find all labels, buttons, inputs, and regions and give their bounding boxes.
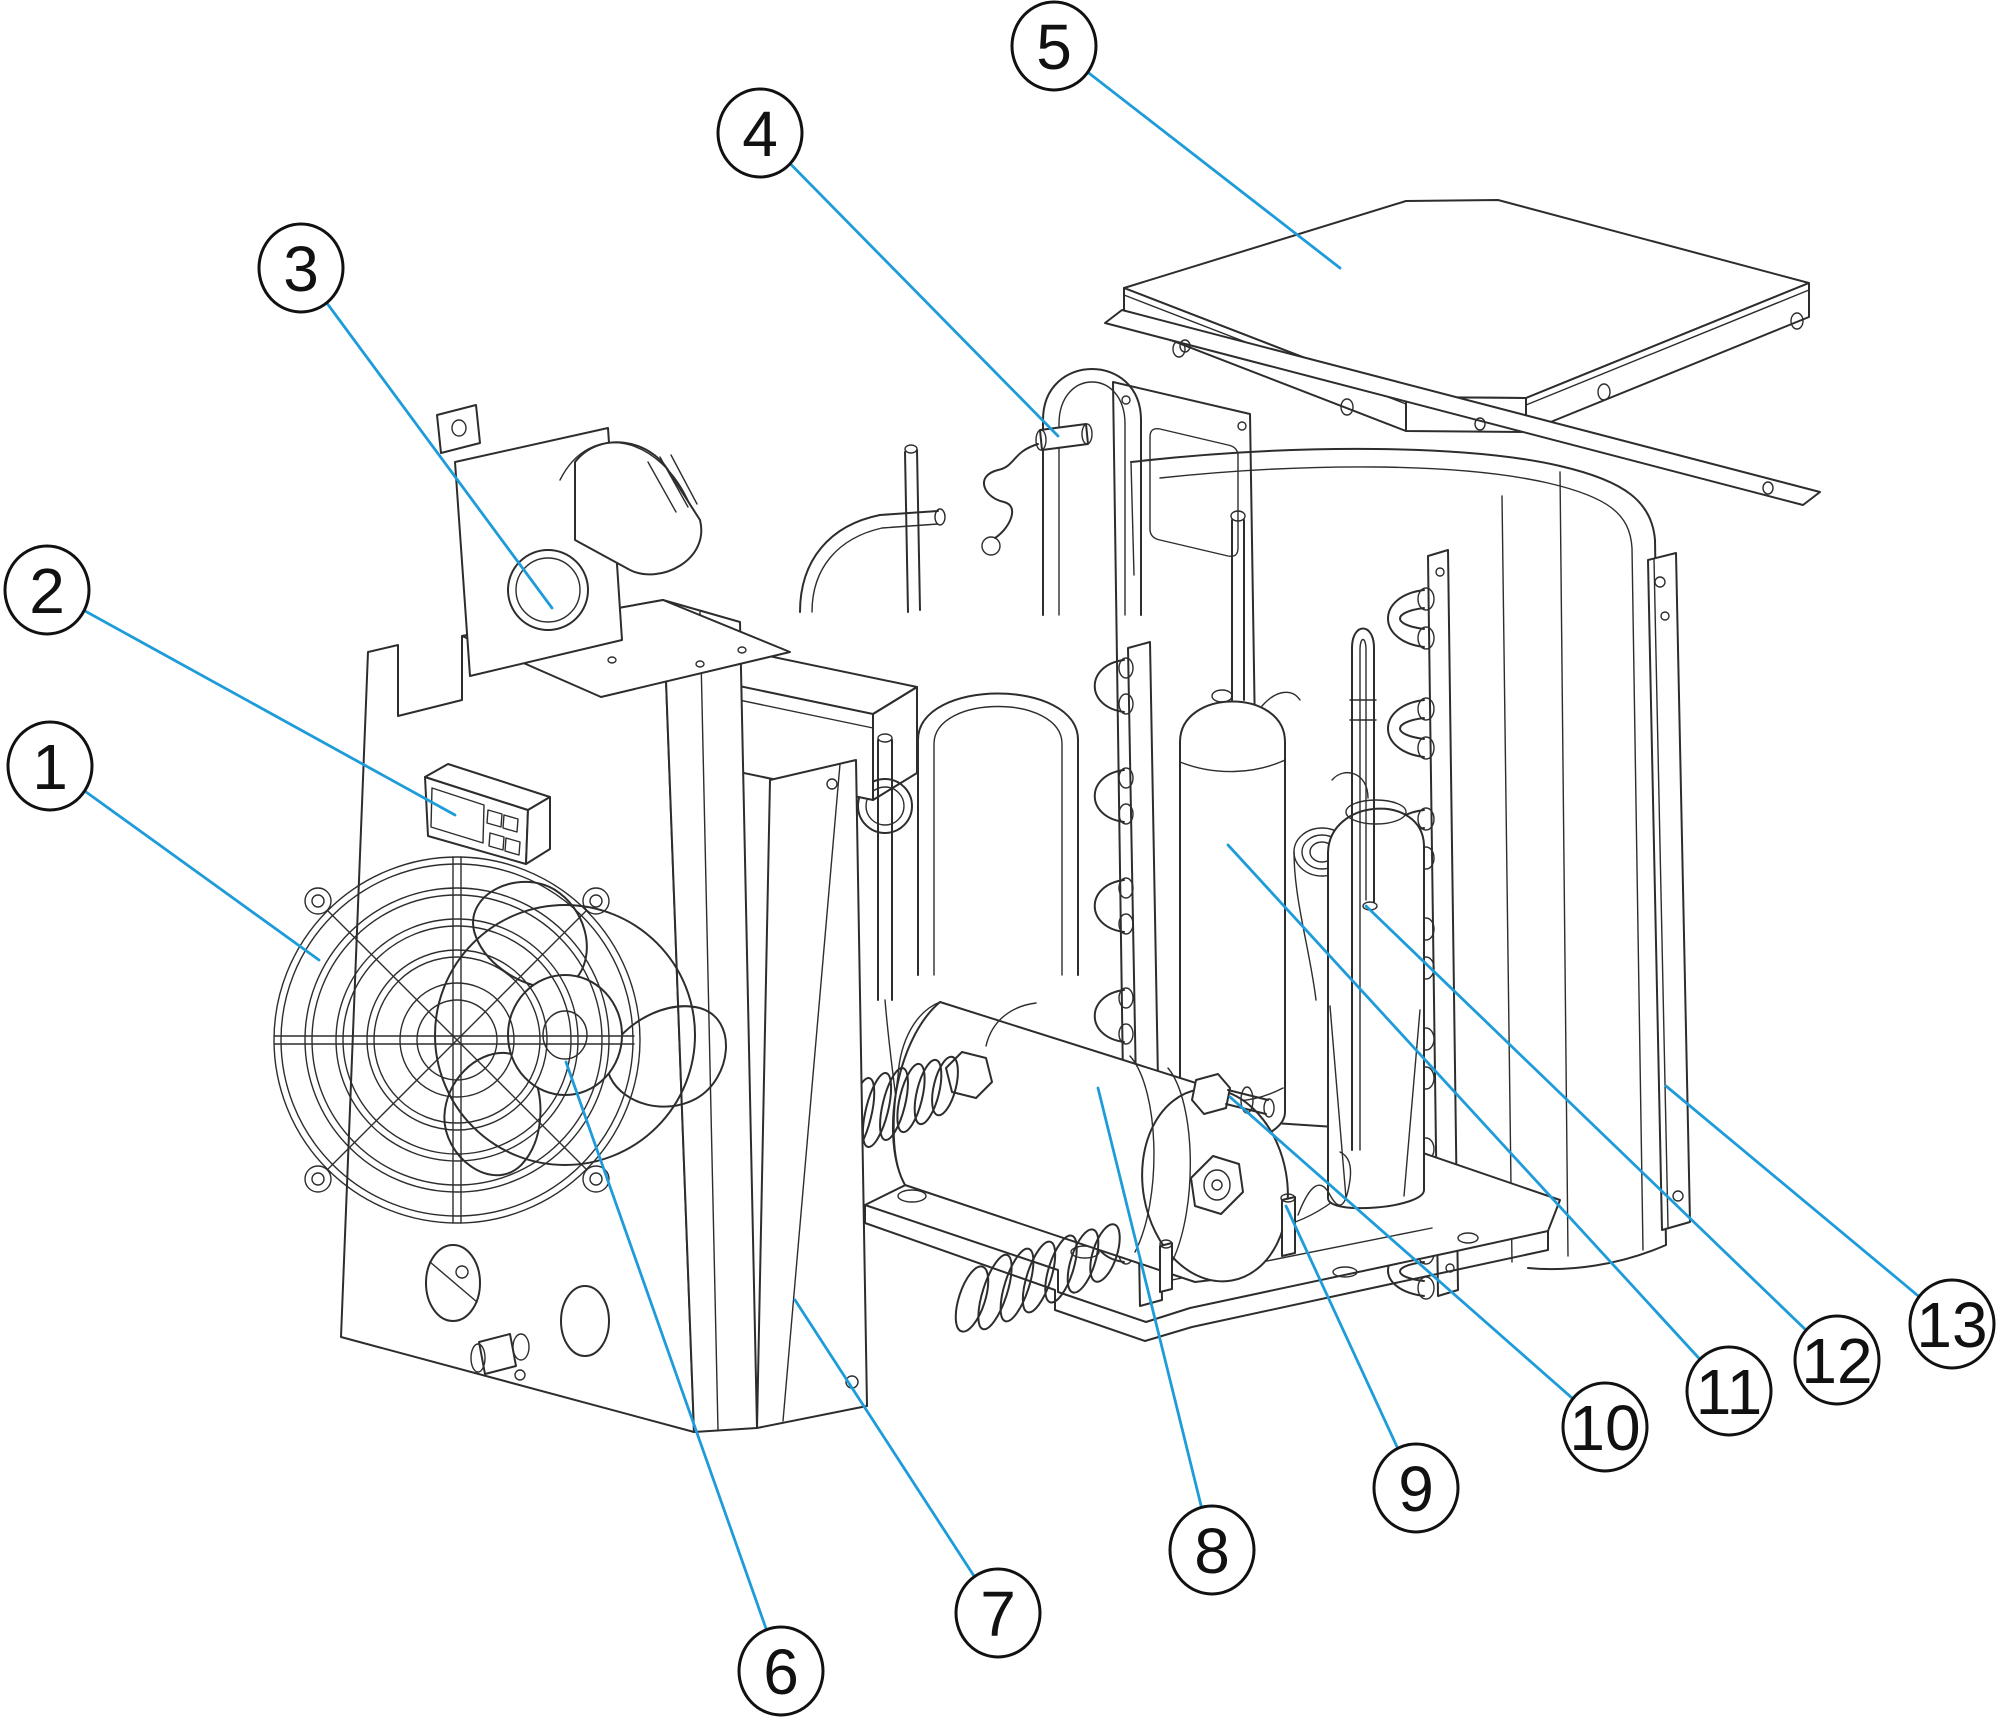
callout-3: 3 <box>257 222 554 610</box>
leader-line-3 <box>299 266 554 610</box>
callout-number-4: 4 <box>742 98 778 170</box>
callout-5: 5 <box>1010 0 1342 270</box>
callout-circle-11 <box>1685 1345 1773 1437</box>
callout-circle-12 <box>1793 1314 1881 1406</box>
callout-circle-5 <box>1010 0 1098 92</box>
leader-line-13 <box>1664 1084 1954 1326</box>
callout-10: 10 <box>1228 1095 1649 1473</box>
fixing-strip <box>1647 552 1691 1231</box>
callout-circle-13 <box>1908 1278 1996 1370</box>
leader-line-7 <box>793 1298 1000 1615</box>
callout-number-1: 1 <box>32 731 68 803</box>
callout-9: 9 <box>1284 1204 1460 1534</box>
curved-side-panel <box>1130 447 1667 1271</box>
panel-holes <box>425 1244 610 1381</box>
bolt-fitting <box>1191 1073 1275 1118</box>
leader-line-8 <box>1096 1086 1214 1552</box>
top-mounting-bar <box>1104 309 1821 506</box>
leader-line-4 <box>758 131 1060 438</box>
callout-number-5: 5 <box>1036 11 1072 83</box>
leader-line-10 <box>1228 1095 1607 1429</box>
top-cover <box>1123 199 1810 433</box>
leader-line-11 <box>1226 843 1731 1393</box>
callout-7: 7 <box>793 1298 1042 1659</box>
callout-number-10: 10 <box>1569 1392 1640 1464</box>
leader-line-9 <box>1284 1204 1418 1490</box>
temperature-sensor <box>981 423 1093 556</box>
callout-circle-3 <box>257 222 345 314</box>
callout-circle-2 <box>3 544 91 636</box>
callout-11: 11 <box>1226 843 1773 1437</box>
grille-eyelets <box>304 887 610 1193</box>
front-panel-assembly <box>340 404 791 1433</box>
callout-number-7: 7 <box>980 1578 1016 1650</box>
accumulator <box>1327 627 1425 1210</box>
callout-13: 13 <box>1664 1084 1996 1370</box>
leader-line-6 <box>564 1060 783 1673</box>
fan-motor <box>436 404 703 677</box>
callout-number-8: 8 <box>1194 1515 1230 1587</box>
callout-circle-4 <box>716 87 804 179</box>
callout-number-9: 9 <box>1398 1453 1434 1525</box>
callout-number-6: 6 <box>763 1636 799 1708</box>
callout-number-13: 13 <box>1916 1289 1987 1361</box>
callout-circle-7 <box>954 1567 1042 1659</box>
titanium-heat-exchanger <box>834 1001 1289 1333</box>
controller-display <box>424 763 551 865</box>
callout-1: 1 <box>6 720 321 962</box>
callout-6: 6 <box>564 1060 825 1717</box>
side-panel-left <box>756 759 868 1429</box>
callout-circle-1 <box>6 720 94 812</box>
callout-circle-8 <box>1168 1504 1256 1596</box>
callout-8: 8 <box>1096 1086 1256 1596</box>
fan-grille <box>273 856 641 1224</box>
callout-12: 12 <box>1364 904 1881 1406</box>
callout-circle-6 <box>737 1625 825 1717</box>
callout-2: 2 <box>3 544 457 817</box>
sensor-pin <box>1280 1151 1352 1257</box>
callout-4: 4 <box>716 87 1060 438</box>
leader-line-1 <box>48 764 321 962</box>
leader-line-12 <box>1364 904 1839 1362</box>
leader-line-5 <box>1052 44 1342 270</box>
callout-number-2: 2 <box>29 555 65 627</box>
callout-circle-10 <box>1561 1381 1649 1473</box>
callout-number-12: 12 <box>1801 1325 1872 1397</box>
callout-number-3: 3 <box>283 233 319 305</box>
base-pin <box>1159 1239 1173 1293</box>
leader-line-2 <box>45 588 457 817</box>
callout-number-11: 11 <box>1696 1356 1762 1428</box>
callout-circle-9 <box>1372 1442 1460 1534</box>
